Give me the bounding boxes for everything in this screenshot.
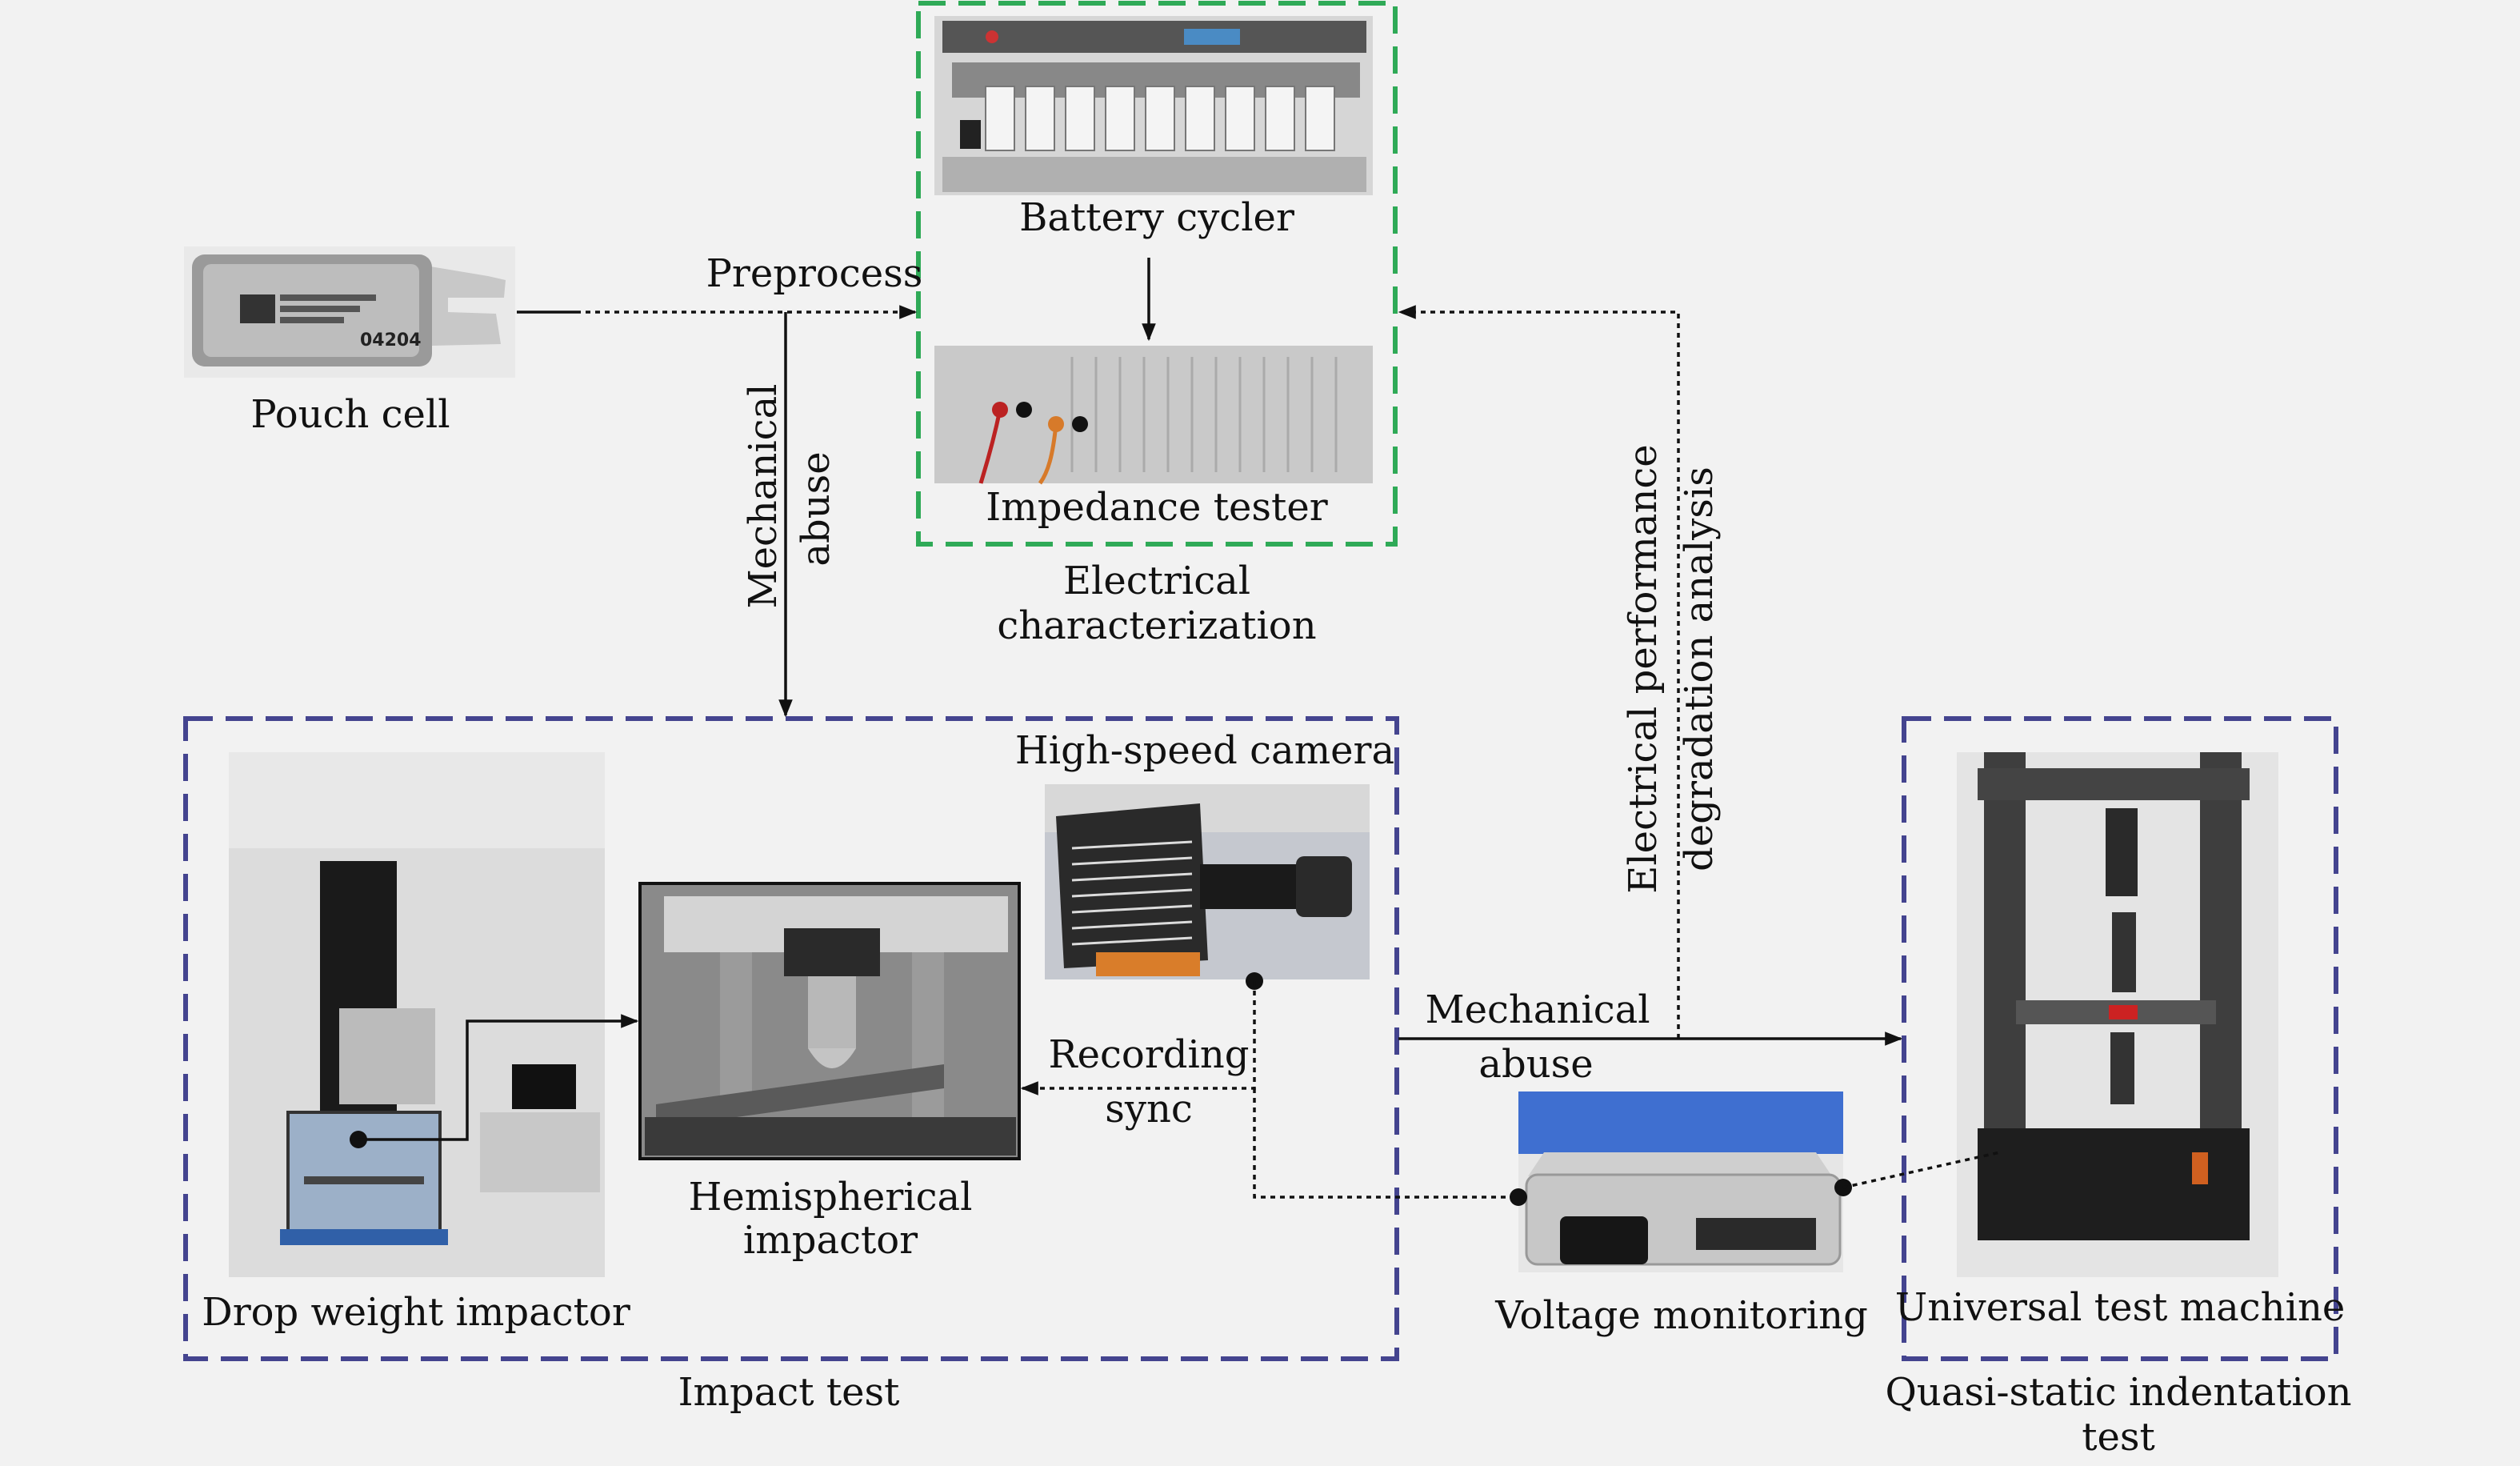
degradation-line1: Electrical performance <box>1621 444 1666 893</box>
preprocess-label: Preprocess <box>706 251 923 296</box>
voltage-monitoring-label: Voltage monitoring <box>1494 1293 1868 1338</box>
impact-test-box <box>183 716 1399 1361</box>
electrical-characterization-box <box>916 1 1398 547</box>
pouch-cell-label: Pouch cell <box>250 392 450 437</box>
recording-sync-line1: Recording <box>1049 1032 1250 1077</box>
voltage-dot-left <box>1510 1188 1527 1206</box>
voltage-to-machine-line <box>1842 1151 2001 1189</box>
impedance-tester-label: Impedance tester <box>986 485 1327 530</box>
voltage-logger-photo <box>1518 1091 1843 1272</box>
quasi-static-title-line1: Quasi-static indentation <box>1885 1370 2351 1415</box>
electrical-title-line2: characterization <box>997 603 1316 648</box>
mechanical-abuse-vertical-line1: Mechanical <box>741 383 786 608</box>
hemispherical-impactor-line1: Hemispherical <box>689 1175 973 1220</box>
recording-sync-line2: sync <box>1105 1087 1193 1132</box>
drop-weight-impactor-label: Drop weight impactor <box>202 1290 630 1335</box>
battery-cycler-label: Battery cycler <box>1019 195 1294 240</box>
universal-test-machine-label: Universal test machine <box>1895 1285 2346 1330</box>
mechanical-abuse-horizontal-line1: Mechanical <box>1425 987 1650 1032</box>
hemispherical-impactor-line2: impactor <box>743 1218 918 1263</box>
camera-photo <box>1045 784 1370 979</box>
quasi-static-title-line2: test <box>2082 1415 2155 1460</box>
degradation-feedback-arrow <box>1398 305 1680 1039</box>
mechanical-abuse-horizontal-line2: abuse <box>1478 1042 1593 1087</box>
degradation-line2: degradation analysis <box>1677 467 1722 871</box>
quasi-static-box <box>1902 716 2338 1361</box>
impactor-photo <box>638 882 1021 1160</box>
battery-cycler-photo <box>934 16 1373 195</box>
test-machine-photo <box>1957 752 2278 1277</box>
drop-weight-photo <box>229 752 605 1277</box>
camera-to-voltage-line <box>1253 1088 1518 1199</box>
high-speed-camera-label: High-speed camera <box>1015 728 1394 773</box>
pouch-cell-photo: 04204 <box>184 246 515 378</box>
impedance-tester-photo <box>934 346 1373 485</box>
zoom-connector-arrow <box>358 1014 639 1141</box>
pouch-cell-id-text: 04204 <box>360 330 422 350</box>
electrical-title-line1: Electrical <box>1063 559 1250 603</box>
mechanical-abuse-vertical-line2: abuse <box>794 451 838 566</box>
impact-test-title: Impact test <box>678 1370 900 1415</box>
